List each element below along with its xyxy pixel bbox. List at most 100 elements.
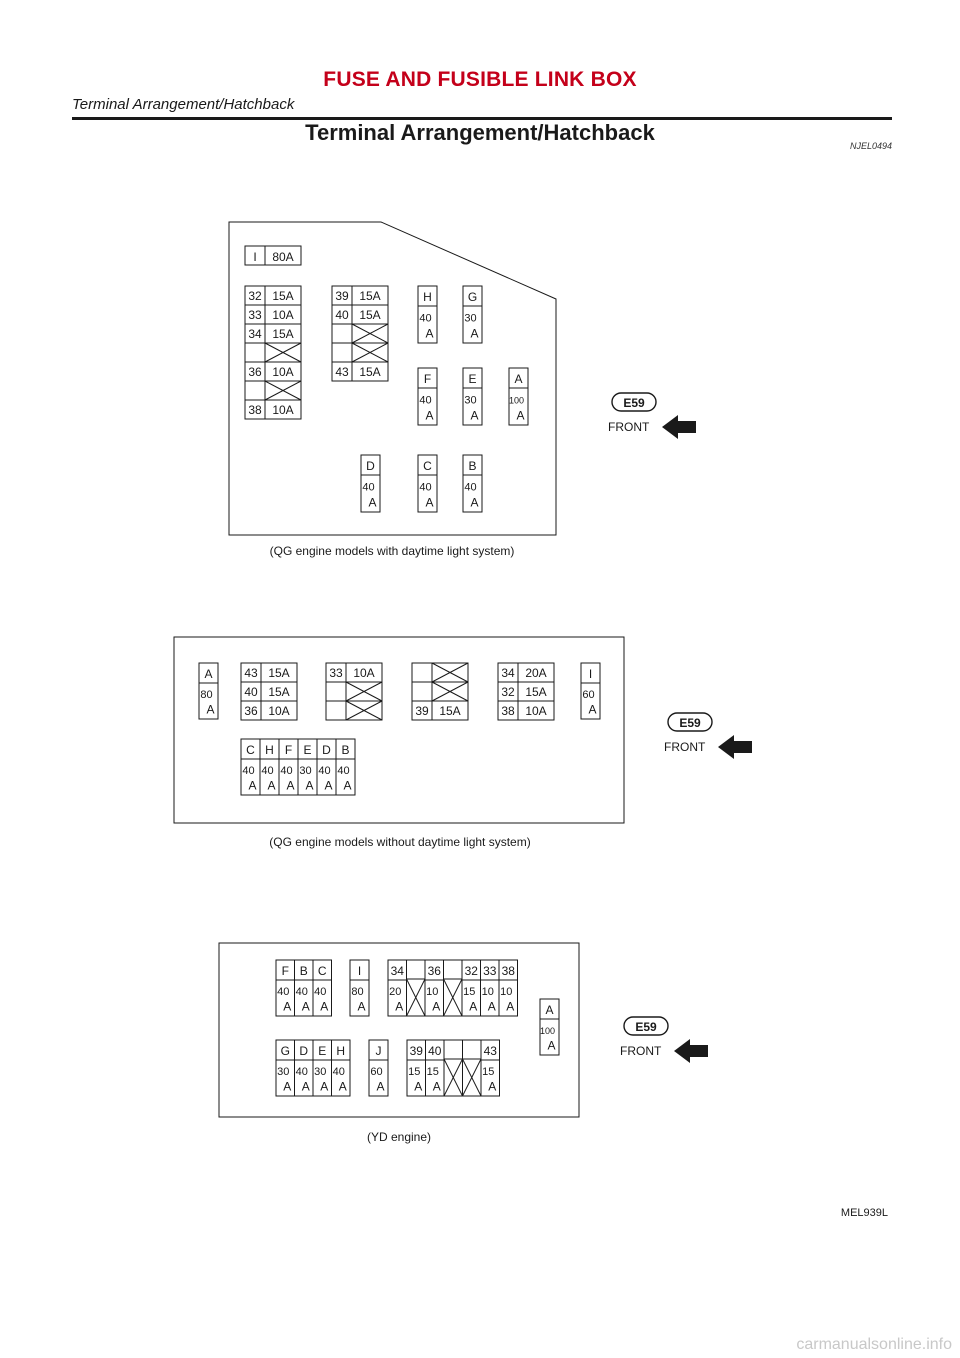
fuse-amp: 20A [525,666,546,680]
fusible-link-unit: A [267,779,275,793]
empty-slot-frame [443,1039,463,1097]
fusible-link-unit: A [283,1080,291,1094]
empty-slot-number [325,681,347,702]
fusible-link-frame [580,662,601,720]
fusible-link-amp: 10 [482,986,494,998]
fusible-link-unit: A [376,1080,384,1094]
divider [462,1058,482,1097]
fusible-link-unit: A [425,408,433,422]
fusible-link-unit: A [320,1000,328,1014]
fuse-number: 43 [244,666,258,680]
empty-slot-frame [462,1039,482,1097]
fusible-link-unit: A [469,1000,477,1014]
fusible-link-frame [480,1039,500,1097]
fusible-link-frame [312,959,332,1017]
divider [443,1058,463,1097]
empty-fuse-slot [443,959,463,1017]
fusible-link-unit: A [320,1080,328,1094]
fusible-link-unit: A [547,1039,555,1053]
fusible-link-letter: I [253,250,256,264]
fuse-amp: 15A [272,289,293,303]
fusible-link-letter: D [366,459,375,473]
fusible-link-unit: A [516,408,524,422]
fusible-link-frame [539,998,560,1056]
box-outline [218,942,580,1118]
fuse-number: 36 [244,704,258,718]
fusible-link-amp: 60 [370,1066,382,1078]
fusible-link-letter: H [265,743,274,757]
divider [351,323,389,344]
fusible-link-amp: 40 [296,1066,308,1078]
divider [264,342,302,363]
fuse-amp: 15A [272,327,293,341]
page-title: FUSE AND FUSIBLE LINK BOX [323,68,637,91]
empty-slot-number [244,342,266,363]
page-subtitle: Terminal Arrangement/Hatchback [72,96,295,113]
fusible-link-letter: G [281,1044,290,1058]
watermark: carmanualsonline.info [796,1336,952,1353]
fusible-link-letter: C [246,743,255,757]
fusible-link-letter: F [285,743,292,757]
divider [443,978,463,1017]
fuse-number: 39 [335,289,349,303]
fusible-link-amp: 15 [408,1066,420,1078]
front-arrow-icon [674,1039,708,1063]
section-code: NJEL0494 [849,141,892,151]
fuse-amp: 10A [353,666,374,680]
fusible-link-unit: A [206,703,214,717]
fusible-link-unit: A [324,779,332,793]
fusible-link-letter: A [545,1003,553,1017]
fuse-number: 40 [335,308,349,322]
divider [351,342,389,363]
fusible-link-letter: H [336,1044,345,1058]
empty-fuse-slot [345,681,383,702]
fusible-link-unit: A [506,1000,514,1014]
fusible-link-letter: I [589,667,592,681]
fusible-link-letter: G [468,290,477,304]
empty-slot-number [325,700,347,721]
fusible-link-amp: 40 [261,765,273,777]
fusible-link-letter: F [282,964,289,978]
fusible-link-letter: 36 [428,964,442,978]
diagram-caption: (QG engine models with daytime light sys… [270,544,515,558]
fuse-number: 33 [329,666,343,680]
fusible-link-frame [349,959,370,1017]
fusible-link-frame [244,245,302,266]
fusible-link-frame [508,367,529,426]
fusible-link-unit: A [343,779,351,793]
section-title: Terminal Arrangement/Hatchback [305,120,655,145]
connector-label: E59 [623,396,645,410]
fusible-link-letter: C [423,459,432,473]
fusible-link-amp: 100 [540,1026,555,1036]
empty-fuse-slot [406,959,426,1017]
fusible-link-unit: A [488,1000,496,1014]
empty-slot-number [331,342,353,363]
front-label: FRONT [620,1044,662,1058]
fusible-link-letter: 38 [502,964,516,978]
fuse-amp: 10A [272,365,293,379]
fusible-link-frame [331,1039,351,1097]
fusible-link-amp: 30 [299,765,311,777]
fusible-link-letter: C [318,964,327,978]
fusible-link-letter: A [514,372,522,386]
